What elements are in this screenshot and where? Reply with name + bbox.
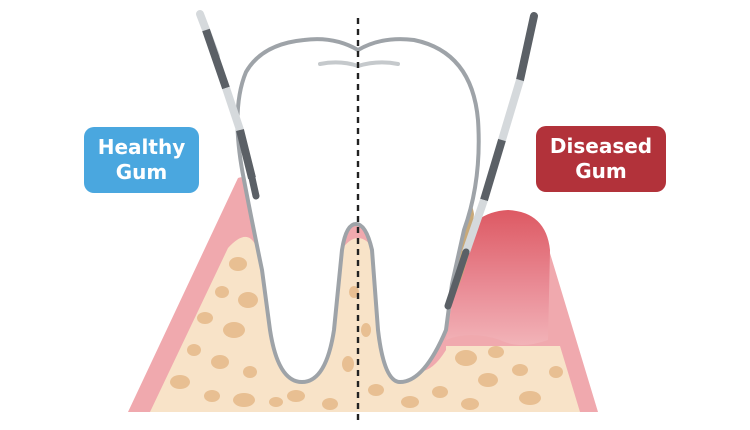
bone-spots	[170, 257, 563, 410]
healthy-gum-label: Healthy Gum	[84, 127, 199, 193]
periodontal-probe-icon	[444, 12, 538, 310]
diseased-gum-label: Diseased Gum	[536, 126, 666, 192]
periodontal-probe-icon	[196, 10, 260, 200]
